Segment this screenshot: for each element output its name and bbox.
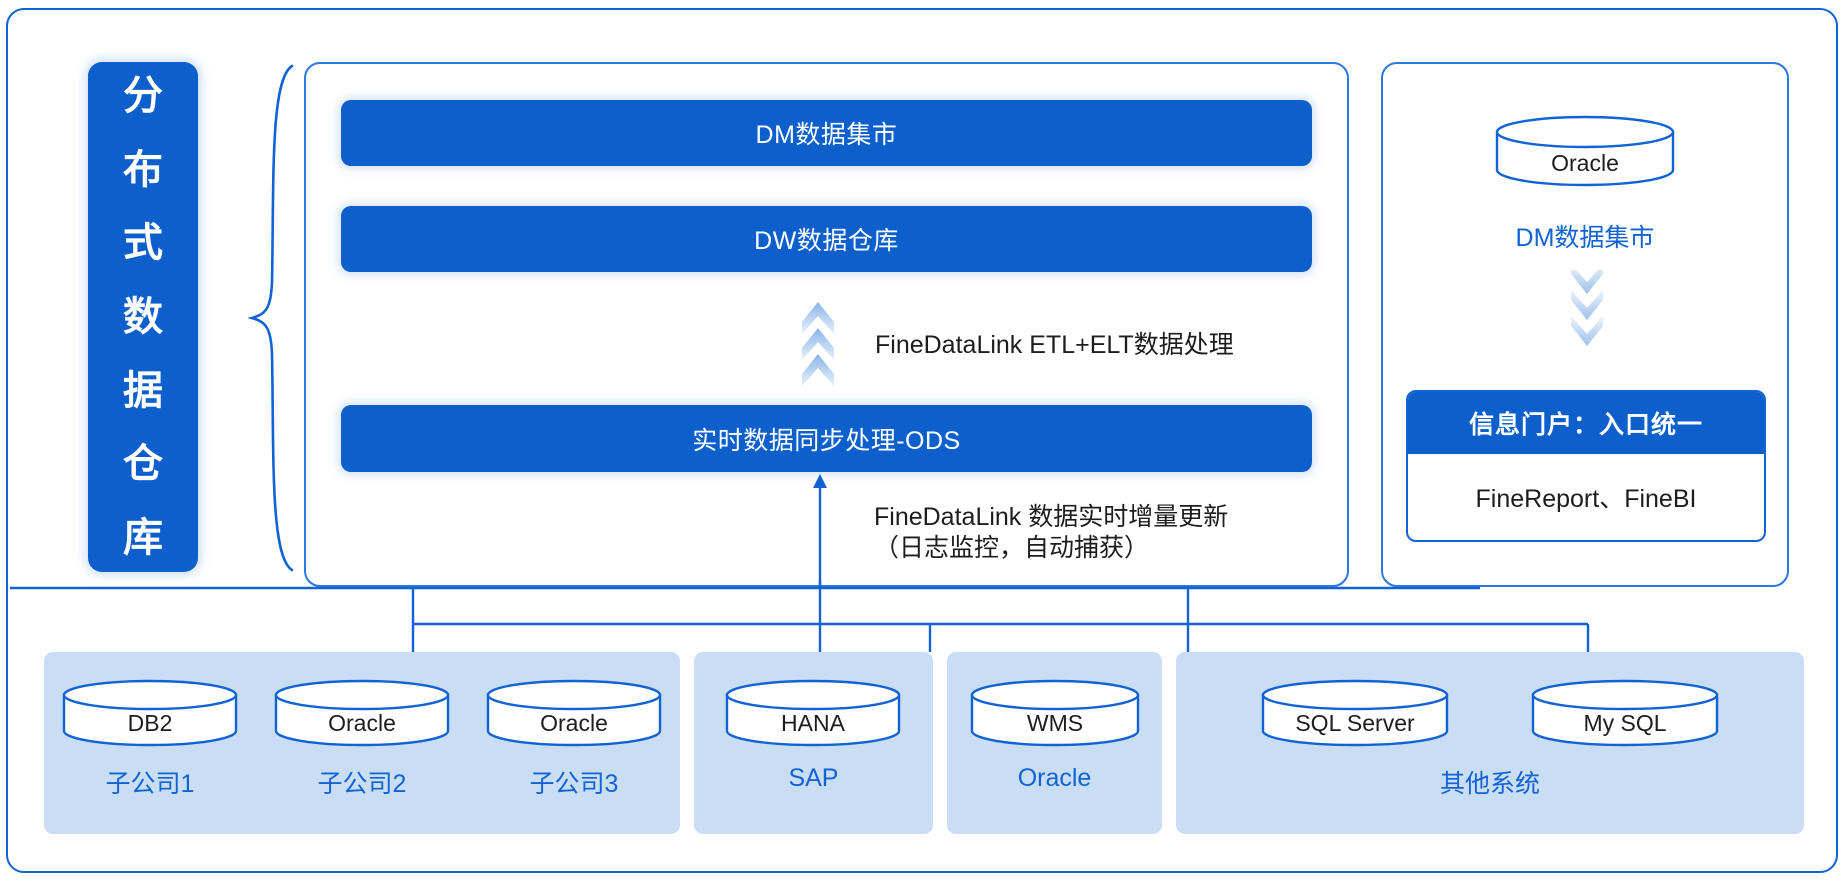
source-group-label-sap: SAP (788, 764, 839, 792)
source-group-db-row: HANA (694, 652, 933, 764)
source-group-label-subsidiary1: 子公司1 (105, 770, 195, 798)
source-group-subsidiaries[interactable]: DB2 Oracle Oracle 子公司1 子公司2 子公司3 (44, 652, 680, 834)
database-cylinder-wms-icon: WMS (970, 679, 1139, 747)
source-db-label: Oracle (328, 710, 396, 736)
portal-body: FineReport、FineBI (1475, 485, 1697, 513)
vtitle-char-1: 布 (123, 147, 163, 192)
source-group-label-subsidiary2: 子公司2 (317, 770, 407, 798)
layer-dw-label: DW数据仓库 (754, 227, 899, 255)
database-cylinder-sqlserver-icon: SQL Server (1261, 679, 1449, 747)
source-db-label: DB2 (128, 710, 173, 736)
application-db-label: Oracle (1551, 150, 1619, 176)
vtitle-char-4: 据 (123, 368, 163, 413)
layer-dm-bar[interactable]: DM数据集市 (341, 100, 1312, 166)
source-group-db-row: DB2 Oracle Oracle (44, 652, 680, 764)
incremental-note-line1: FineDataLink 数据实时增量更新 (874, 503, 1229, 531)
database-cylinder-hana-icon: HANA (726, 679, 901, 747)
portal-card[interactable]: 信息门户：入口统一 FineReport、FineBI (1406, 390, 1766, 542)
vtitle-char-5: 仓 (123, 442, 163, 487)
source-db-label: WMS (1026, 710, 1082, 736)
etl-note: FineDataLink ETL+ELT数据处理 (875, 331, 1234, 359)
source-group-db-row: WMS (947, 652, 1162, 764)
source-group-sap[interactable]: HANA SAP (694, 652, 933, 834)
ingest-arrow-icon (813, 474, 827, 670)
source-group-others[interactable]: SQL Server My SQL 其他系统 (1176, 652, 1804, 834)
layer-ods-label: 实时数据同步处理-ODS (692, 426, 961, 455)
chevron-down-stack-icon (1571, 270, 1603, 346)
database-cylinder-oracle3-icon: Oracle (486, 679, 662, 747)
vtitle-char-6: 库 (123, 515, 163, 560)
vertical-title-chars: 分 布 式 数 据 仓 库 (123, 62, 163, 572)
chevron-up-stack-icon (802, 302, 834, 386)
database-cylinder-db2-icon: DB2 (62, 679, 238, 747)
application-db-caption: DM数据集市 (1515, 224, 1655, 252)
source-db-label: My SQL (1584, 710, 1667, 736)
vertical-title-block: 分 布 式 数 据 仓 库 (88, 62, 198, 572)
incremental-note-line2: （日志监控，自动捕获） (874, 533, 1150, 562)
source-connector-bus (10, 580, 1590, 652)
source-group-db-row: SQL Server My SQL (1176, 652, 1804, 764)
database-cylinder-oracle2-icon: Oracle (274, 679, 450, 747)
vtitle-char-0: 分 (123, 74, 163, 118)
layer-dm-label: DM数据集市 (755, 121, 898, 149)
portal-header: 信息门户：入口统一 (1408, 392, 1764, 454)
source-db-label: Oracle (540, 710, 608, 736)
database-cylinder-mysql-icon: My SQL (1531, 679, 1719, 747)
layer-dw-bar[interactable]: DW数据仓库 (341, 206, 1312, 272)
source-db-label: HANA (782, 710, 847, 736)
source-group-oracle[interactable]: WMS Oracle (946, 652, 1163, 834)
source-group-label-others: 其他系统 (1440, 770, 1541, 798)
curly-brace-icon (248, 64, 294, 572)
source-group-label-subsidiary3: 子公司3 (529, 770, 619, 798)
vtitle-char-3: 数 (123, 294, 163, 339)
vtitle-char-2: 式 (123, 221, 163, 266)
database-cylinder-oracle-icon: Oracle (1495, 115, 1675, 187)
incremental-note: FineDataLink 数据实时增量更新 （日志监控，自动捕获） (874, 502, 1228, 563)
source-group-names: 子公司1 子公司2 子公司3 (44, 764, 680, 800)
source-group-label-oracle: Oracle (1017, 764, 1092, 792)
layer-ods-bar[interactable]: 实时数据同步处理-ODS (341, 405, 1312, 472)
source-systems-row: DB2 Oracle Oracle 子公司1 子公司2 子公司3 (44, 652, 1804, 834)
source-db-label: SQL Server (1295, 710, 1415, 736)
